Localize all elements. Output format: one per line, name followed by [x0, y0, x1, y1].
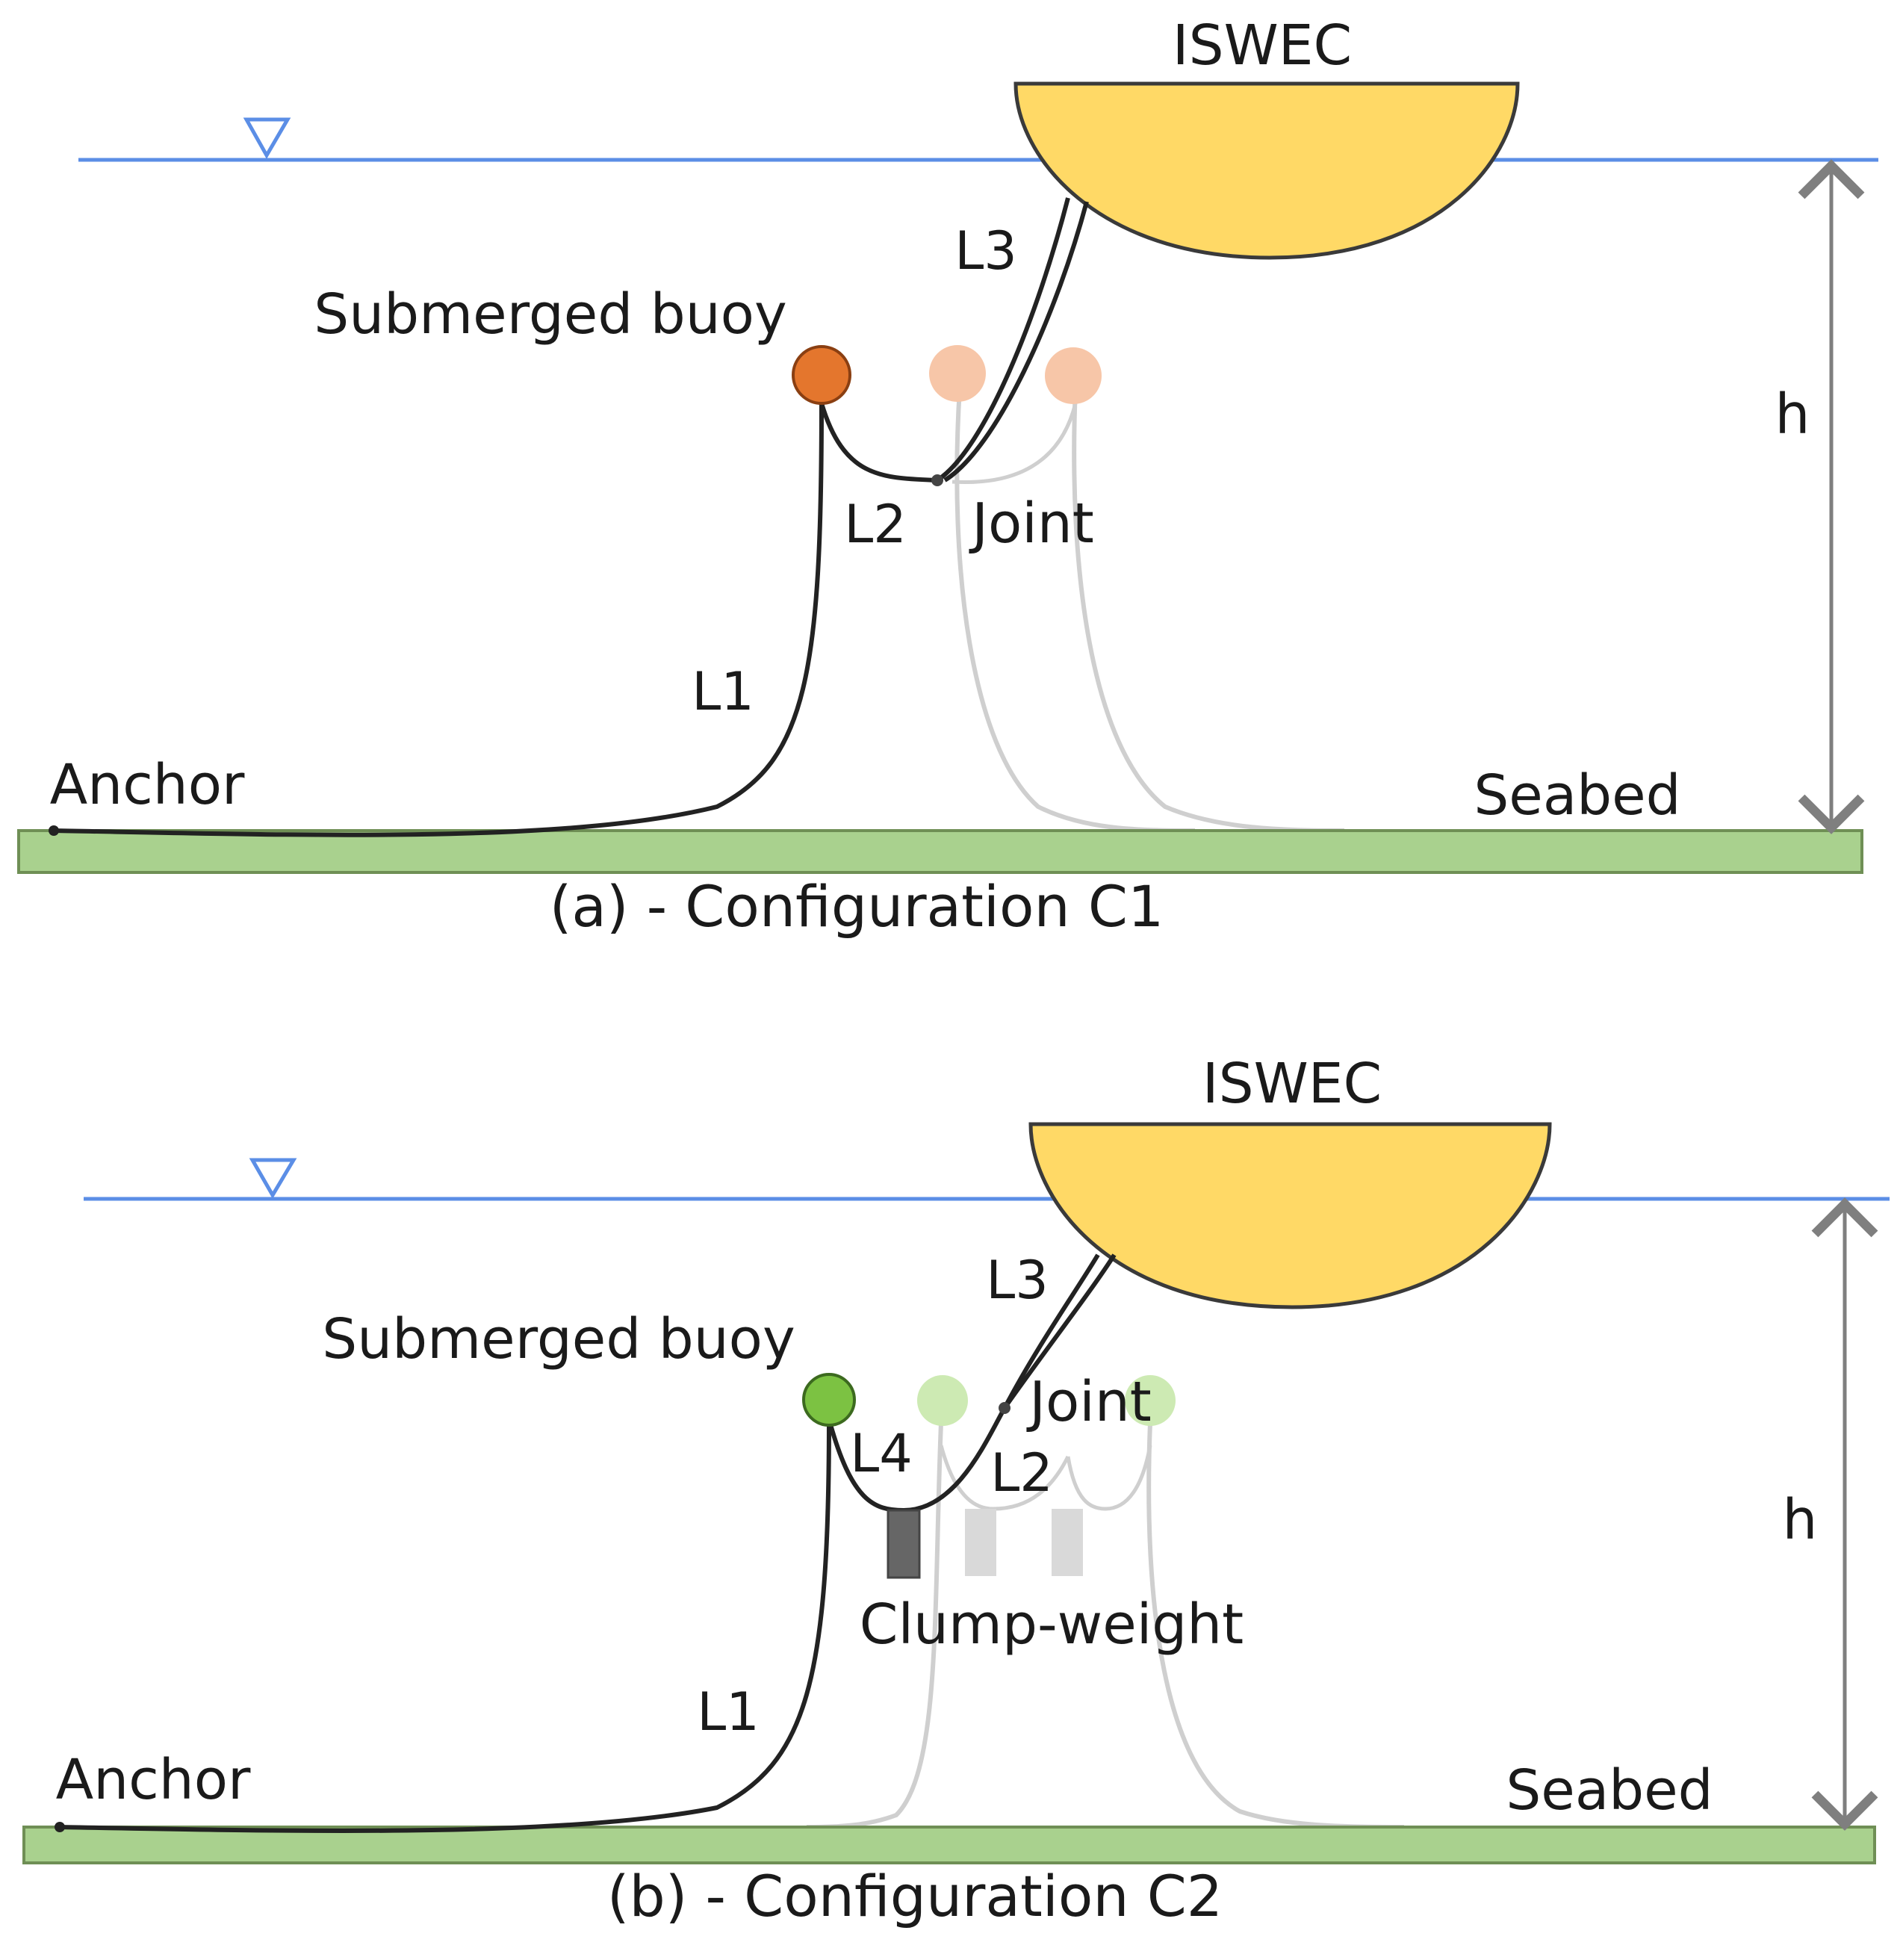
mooring-line-l3-a: [936, 197, 1070, 483]
seabed-label-b: Seabed: [1506, 1758, 1713, 1823]
ghost-line-b1: [806, 1422, 943, 1829]
l2-label-b: L2: [990, 1442, 1053, 1504]
ghost-buoy-b2: [1125, 1375, 1176, 1426]
anchor-point-a: [49, 825, 59, 836]
ghost-buoy-a2: [1045, 347, 1102, 404]
joint-point-b: [999, 1402, 1011, 1414]
l3-label-a: L3: [954, 220, 1017, 282]
caption-a: (a) - Configuration C1: [550, 873, 1164, 940]
iswec-hull-b: [1028, 1122, 1552, 1309]
anchor-point-b: [55, 1822, 65, 1832]
mooring-line-l1-a: [53, 403, 824, 837]
mooring-line-l3-b: [1002, 1253, 1100, 1409]
submerged-buoy-a: [792, 345, 851, 405]
buoy-label-a: Submerged buoy: [314, 282, 787, 347]
anchor-label-b: Anchor: [56, 1748, 251, 1812]
submerged-buoy-b: [802, 1373, 856, 1427]
depth-label-a: h: [1775, 382, 1810, 447]
l3-label-b: L3: [986, 1250, 1049, 1311]
joint-label-a: Joint: [969, 491, 1094, 556]
seabed-b: [22, 1826, 1876, 1864]
clump-label-b: Clump-weight: [860, 1592, 1244, 1657]
seabed-label-a: Seabed: [1474, 763, 1680, 828]
iswec-label-b: ISWEC: [1202, 1052, 1382, 1116]
ghost-l4-b2: [1066, 1445, 1152, 1511]
l4-label-b: L4: [850, 1423, 913, 1484]
buoy-label-b: Submerged buoy: [322, 1307, 795, 1371]
panel-a: ISWEC Submerged buoy L3 L2 Joint L1 Anch…: [17, 13, 1878, 940]
caption-b: (b) - Configuration C2: [607, 1863, 1223, 1929]
seabed-a: [17, 829, 1863, 874]
joint-label-b: Joint: [1026, 1370, 1152, 1434]
ghost-l2-a: [952, 403, 1078, 485]
clump-weight-b: [887, 1509, 921, 1579]
depth-label-b: h: [1783, 1488, 1818, 1552]
iswec-label-a: ISWEC: [1173, 13, 1352, 78]
iswec-hull-a: [1013, 81, 1520, 260]
ghost-buoy-b1: [917, 1375, 968, 1426]
l1-label-b: L1: [697, 1681, 760, 1743]
water-level-icon: [243, 117, 291, 160]
ghost-buoy-a1: [929, 345, 986, 402]
clump-weight-ghost-2: [1052, 1509, 1083, 1576]
mooring-line-l1-b: [59, 1418, 831, 1833]
clump-weight-ghost-1: [965, 1509, 996, 1576]
ghost-line-a2: [1072, 388, 1345, 833]
ghost-line-a1: [954, 388, 1196, 833]
anchor-label-a: Anchor: [50, 753, 245, 817]
water-level-icon: [249, 1158, 297, 1199]
panel-b: ISWEC Submerged buoy L3 Joint L4 L2 Clum…: [22, 1052, 1890, 1929]
l2-label-a: L2: [844, 494, 907, 555]
mooring-line-l2-a: [819, 403, 938, 483]
l1-label-a: L1: [692, 661, 754, 722]
joint-point-a: [931, 474, 943, 486]
mooring-line-l2-b: [903, 1407, 1007, 1513]
